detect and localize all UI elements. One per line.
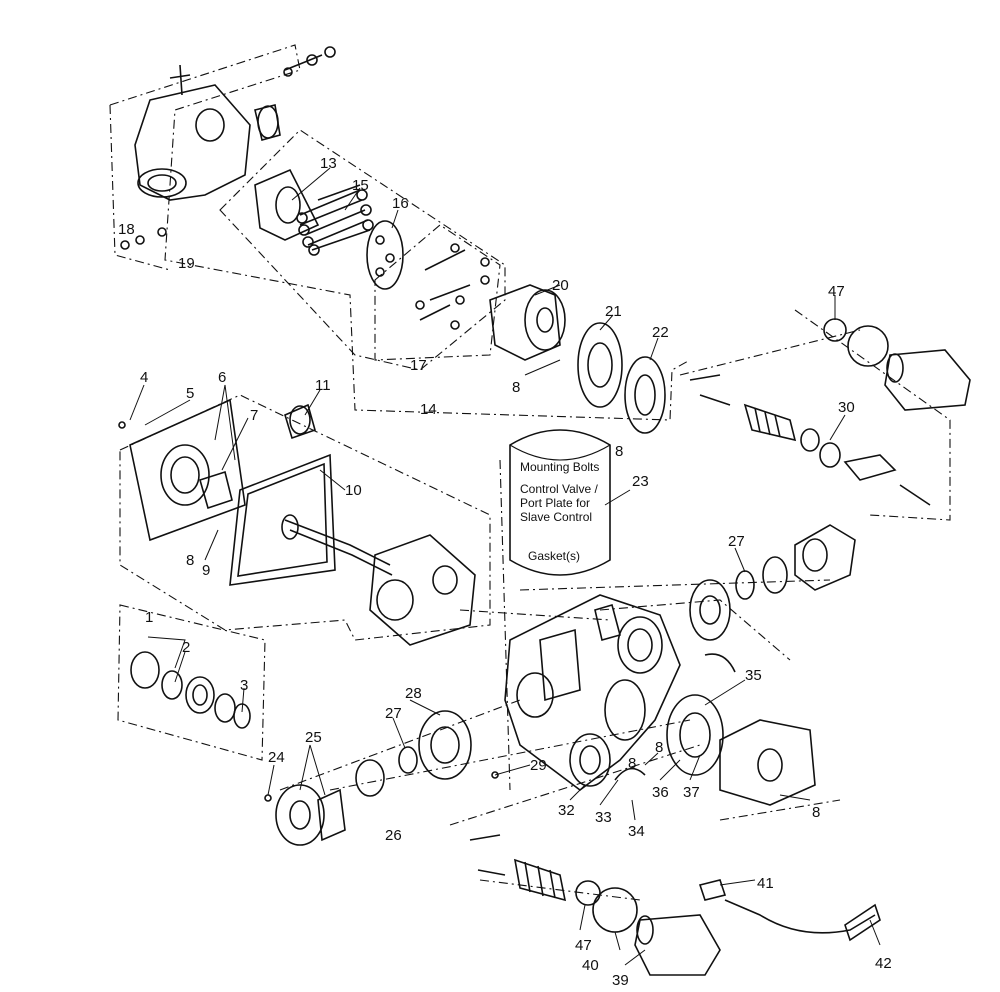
callout-17: 17 <box>410 357 427 374</box>
callout-19: 19 <box>178 255 195 272</box>
cylinder-barrel <box>489 284 666 434</box>
callout-15: 15 <box>352 177 369 194</box>
callout-8-housing: 8 <box>655 739 663 756</box>
label-slave-control: Slave Control <box>520 510 592 524</box>
callout-35: 35 <box>745 667 762 684</box>
callout-numbers: 1 2 3 4 5 6 7 8 8 8 8 8 8 9 10 11 13 14 … <box>118 155 892 989</box>
middle-housing <box>369 534 476 646</box>
callout-33: 33 <box>595 809 612 826</box>
callout-37: 37 <box>683 784 700 801</box>
right-side-parts <box>614 524 856 806</box>
callout-22: 22 <box>652 324 669 341</box>
upper-housing <box>120 46 336 250</box>
callout-13: 13 <box>320 155 337 172</box>
callout-23: 23 <box>632 473 649 490</box>
callout-11: 11 <box>315 377 331 394</box>
callout-6: 6 <box>218 369 226 386</box>
callout-42: 42 <box>875 955 892 972</box>
callout-8-lower: 8 <box>628 755 636 772</box>
callout-8-plate: 8 <box>615 443 623 460</box>
callout-27-lower: 27 <box>385 705 402 722</box>
callout-25: 25 <box>305 729 322 746</box>
callout-30: 30 <box>838 399 855 416</box>
callout-24: 24 <box>268 749 285 766</box>
callout-20: 20 <box>552 277 569 294</box>
callout-7: 7 <box>250 407 258 424</box>
leader-lines <box>129 167 881 966</box>
callout-4: 4 <box>140 369 148 386</box>
callout-5: 5 <box>186 385 194 402</box>
callout-18: 18 <box>118 221 135 238</box>
callout-16: 16 <box>392 195 409 212</box>
callout-28: 28 <box>405 685 422 702</box>
callout-10: 10 <box>345 482 362 499</box>
label-mounting-bolts: Mounting Bolts <box>520 460 599 474</box>
callout-47-lower: 47 <box>575 937 592 954</box>
callout-14: 14 <box>420 401 437 418</box>
lower-left-parts <box>130 651 499 846</box>
gasket-label: Mounting Bolts Control Valve / Port Plat… <box>509 429 611 576</box>
callout-26: 26 <box>385 827 402 844</box>
gasket-and-shaft <box>229 453 393 586</box>
lower-control-assembly <box>469 834 881 976</box>
label-control-valve: Control Valve / <box>520 482 598 496</box>
callout-39: 39 <box>612 972 629 989</box>
callout-34: 34 <box>628 823 645 840</box>
callout-40: 40 <box>582 957 599 974</box>
callout-2: 2 <box>182 639 190 656</box>
callout-47-upper: 47 <box>828 283 845 300</box>
upper-control-assembly <box>689 318 971 506</box>
label-port-plate: Port Plate for <box>520 496 590 510</box>
callout-1: 1 <box>145 609 153 626</box>
callout-9: 9 <box>202 562 210 579</box>
callout-32: 32 <box>558 802 575 819</box>
callout-27-upper: 27 <box>728 533 745 550</box>
callout-36: 36 <box>652 784 669 801</box>
callout-21: 21 <box>605 303 622 320</box>
callout-3: 3 <box>240 677 248 694</box>
link-kit <box>415 243 490 330</box>
callout-8-right: 8 <box>812 804 820 821</box>
callout-41: 41 <box>757 875 774 892</box>
main-housing <box>504 594 681 791</box>
label-gaskets: Gasket(s) <box>528 549 580 563</box>
front-cover-plate <box>118 398 316 542</box>
callout-29: 29 <box>530 757 547 774</box>
callout-8-left: 8 <box>186 552 194 569</box>
callout-8-barrel: 8 <box>512 379 520 396</box>
pistons-and-plates <box>254 168 404 290</box>
